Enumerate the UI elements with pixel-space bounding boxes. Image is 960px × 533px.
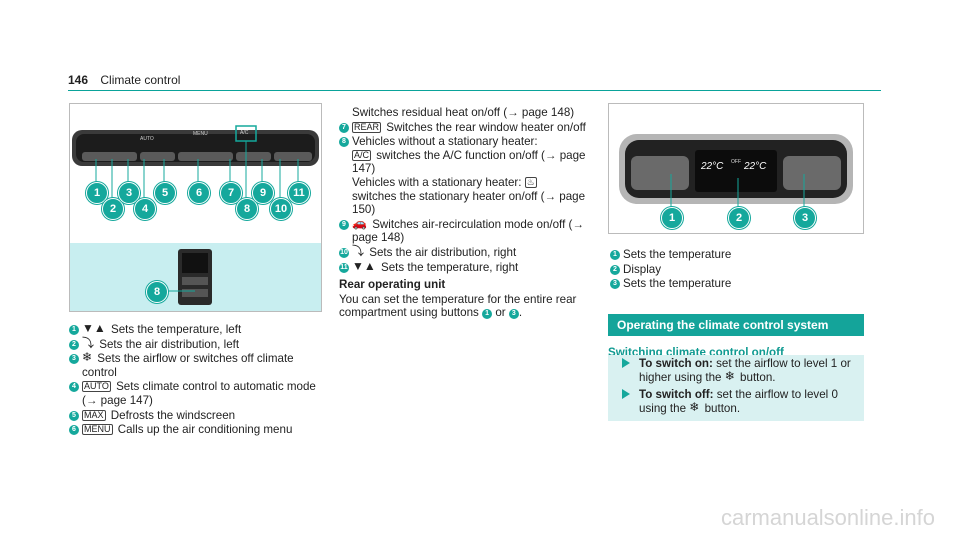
section-title: Operating the climate control system [608,314,864,336]
rear-unit-text: You can set the temperature for the enti… [339,292,577,320]
temperature-icon: ▼▲ [82,321,106,335]
callout-8-lower: 8 [146,281,168,303]
header-rule [68,90,881,91]
watermark: carmanualsonline.info [720,505,935,530]
control-panel-illustration [72,125,319,200]
front-control-panel-figure: AUTO MENU A/C 1 2 3 4 5 6 7 8 9 10 11 8 [69,103,322,312]
panel-label-auto: AUTO [140,136,154,142]
legend-item-3: 3❄ Sets the airflow or switches off clim… [69,350,324,379]
legend-item-2: 2⤵ Sets the air distribution, left [69,335,324,352]
callout-5: 5 [154,182,176,204]
panel-label-ac: A/C [240,130,249,136]
page-header: 146 Climate control [68,73,180,87]
legend-item-10: 10⤵ Sets the air distribution, right [339,243,517,259]
page-number: 146 [68,73,89,87]
air-distribution-icon: ⤵ [82,335,95,350]
action-switch-off: To switch off: set the airflow to level … [608,386,864,422]
callout-6: 6 [188,182,210,204]
display-off: OFF [731,159,741,165]
display-temp-right: 22°C [744,161,767,172]
airflow-icon: ❄ [724,368,735,383]
rear-unit-heading: Rear operating unit [339,278,446,292]
rear-unit-detail: 8 [70,243,321,311]
recirculation-icon: 🚗 [352,215,367,230]
middle-legend: Switches residual heat on/off (→ page 14… [339,106,601,321]
callout-1: 1 [86,182,108,204]
left-legend: 1▼▲ Sets the temperature, left 2⤵ Sets t… [69,321,324,438]
callout-4: 4 [134,198,156,220]
callout-1: 1 [661,207,683,229]
display-temp-left: 22°C [701,161,724,172]
arrow-icon [622,389,630,399]
callout-11: 11 [288,182,310,204]
callout-8: 8 [236,198,258,220]
menu-icon: MENU [82,424,113,436]
air-distribution-icon: ⤵ [352,243,365,258]
defrost-icon: MAX [82,409,106,421]
callout-2: 2 [728,207,750,229]
ac-icon: A/C [352,149,372,161]
callout-3: 3 [118,182,140,204]
callout-9: 9 [252,182,274,204]
stationary-heater-icon: ♨ [524,176,537,188]
airflow-icon: ❄ [82,350,93,365]
legend-item-1: 1▼▲ Sets the temperature, left [69,321,324,337]
auto-icon: AUTO [82,381,111,393]
rear-operating-unit-figure: 22°C OFF 22°C 1 2 3 [608,103,864,234]
arrow-icon [622,358,630,368]
legend-item-11: 11▼▲ Sets the temperature, right [339,258,519,274]
rear-unit-illustration [166,249,212,305]
callout-2: 2 [102,198,124,220]
callout-3: 3 [794,207,816,229]
callout-7: 7 [220,182,242,204]
panel-label-menu: MENU [193,131,208,137]
section-name: Climate control [100,73,181,87]
legend-item-9: 9🚗 Switches air-recirculation mode on/of… [339,215,601,245]
airflow-icon: ❄ [689,399,700,414]
rear-unit-photo [619,134,853,207]
callout-10: 10 [270,198,292,220]
rear-window-heater-icon: REAR [352,121,382,133]
temperature-icon: ▼▲ [352,258,376,273]
action-switch-on: To switch on: set the airflow to level 1… [608,355,864,387]
residual-heat-text: Switches residual heat on/off (→ page 14… [352,106,575,119]
